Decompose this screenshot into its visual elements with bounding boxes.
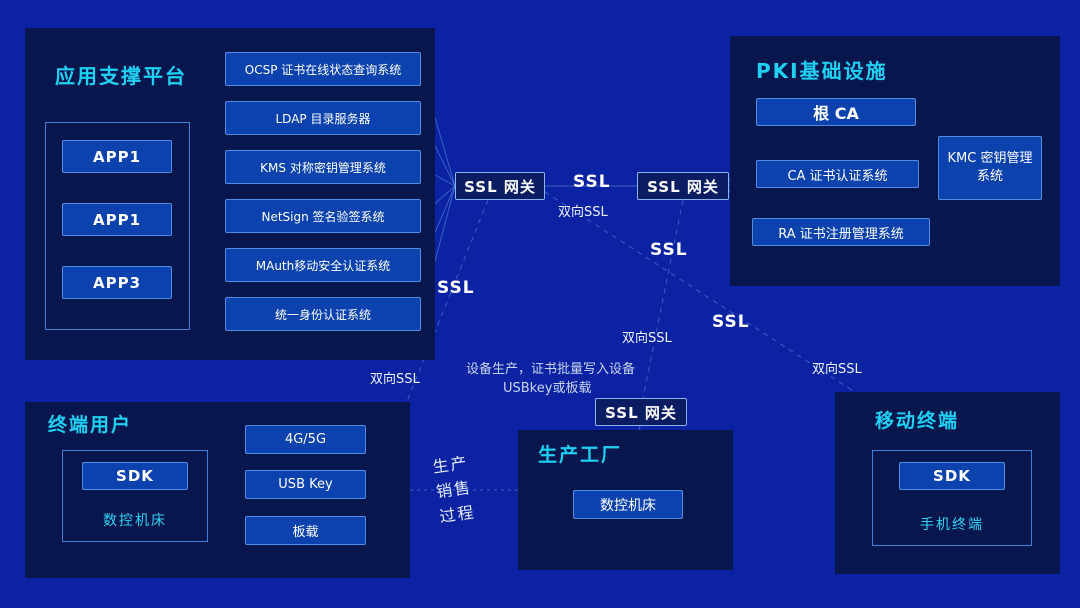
end-user-device-label: 数控机床 [103,513,167,529]
mobile-sdk-box: SDK [899,462,1005,490]
mutual-ssl-label-left: 双向SSL [370,372,420,387]
mobile-device-label: 手机终端 [920,517,984,533]
system-box-kms: KMS 对称密钥管理系统 [225,150,421,184]
factory-machine-box: 数控机床 [573,490,683,519]
mutual-ssl-label-top: 双向SSL [558,205,608,220]
device-production-note-line2: USBkey或板载 [503,381,592,396]
app-box-2: APP1 [62,203,172,236]
channel-box-onboard: 板载 [245,516,366,545]
mobile-title: 移动终端 [875,410,960,432]
process-line-3: 过程 [438,502,477,527]
ssl-label-top: SSL [573,172,611,192]
kmc-system-box: KMC 密钥管理系统 [938,136,1042,200]
system-box-ocsp: OCSP 证书在线状态查询系统 [225,52,421,86]
ca-system-box: CA 证书认证系统 [756,160,919,188]
mobile-device-frame [872,450,1032,546]
pki-title: PKI基础设施 [756,59,888,83]
factory-title: 生产工厂 [538,444,623,466]
root-ca-box: 根 CA [756,98,916,126]
channel-box-4g5g: 4G/5G [245,425,366,454]
mutual-ssl-label-mid: 双向SSL [622,331,672,346]
app-platform-title: 应用支撑平台 [55,64,187,88]
process-vertical-label: 生产 销售 过程 [431,450,477,529]
ra-system-box: RA 证书注册管理系统 [752,218,930,246]
system-box-unified-identity: 统一身份认证系统 [225,297,421,331]
system-box-ldap: LDAP 目录服务器 [225,101,421,135]
system-box-mauth: MAuth移动安全认证系统 [225,248,421,282]
ssl-gateway-2: SSL 网关 [637,172,729,200]
ssl-label-left: SSL [437,278,475,298]
mutual-ssl-label-right: 双向SSL [812,362,862,377]
app-group-frame [45,122,190,330]
ssl-gateway-1: SSL 网关 [455,172,545,200]
app-box-1: APP1 [62,140,172,173]
ssl-gateway-3: SSL 网关 [595,398,687,426]
end-user-sdk-box: SDK [82,462,188,490]
app-box-3: APP3 [62,266,172,299]
device-production-note-line1: 设备生产，证书批量写入设备 [466,362,636,377]
ssl-label-mid: SSL [650,240,688,260]
end-user-device-frame [62,450,208,542]
end-user-title: 终端用户 [48,414,133,436]
system-box-netsign: NetSign 签名验签系统 [225,199,421,233]
channel-box-usbkey: USB Key [245,470,366,499]
ssl-label-right: SSL [712,312,750,332]
